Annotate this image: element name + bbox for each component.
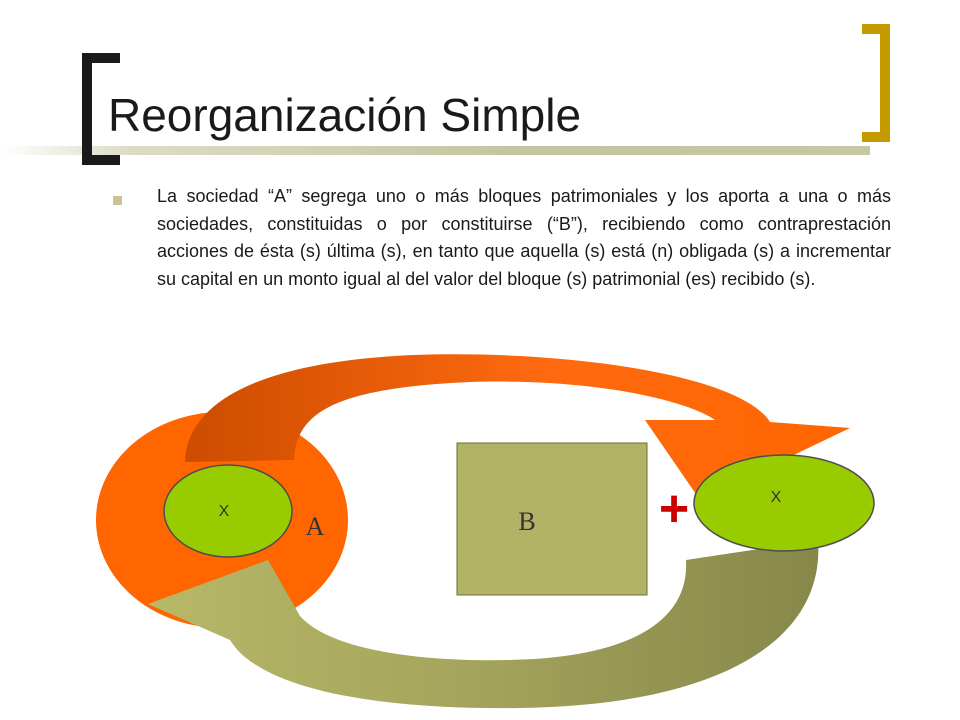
left-bracket-top xyxy=(82,53,120,63)
bullet-text: La sociedad “A” segrega uno o más bloque… xyxy=(157,186,891,289)
plus-sign-icon: + xyxy=(659,480,689,538)
company-a-label: A xyxy=(306,512,325,541)
bullet-square-icon xyxy=(113,196,122,205)
right-bracket-top xyxy=(862,24,890,34)
block-x-right xyxy=(693,454,875,552)
block-x-left-label: X xyxy=(219,503,230,520)
block-x-left xyxy=(163,464,293,558)
right-bracket xyxy=(880,24,890,142)
bottom-curved-arrow xyxy=(148,540,819,709)
company-b-box xyxy=(456,442,648,596)
right-bracket-bottom xyxy=(862,132,890,142)
slide-title: Reorganización Simple xyxy=(108,89,582,141)
left-bracket-bottom xyxy=(82,155,120,165)
top-curved-arrow xyxy=(185,354,850,500)
title-underline xyxy=(0,146,870,155)
block-x-right-label: X xyxy=(771,489,782,506)
left-bracket xyxy=(82,53,92,163)
company-b-label: B xyxy=(518,507,535,536)
